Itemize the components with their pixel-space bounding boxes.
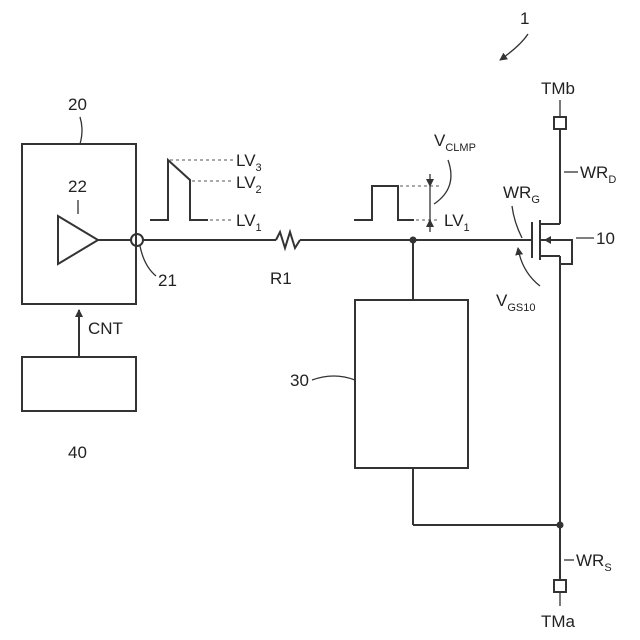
terminal-tmb-label: TMb — [541, 79, 575, 98]
lv3-label: LV3 — [236, 151, 262, 174]
clamp-block — [355, 300, 468, 468]
vgs-arrow — [518, 248, 540, 286]
node-leader — [140, 246, 156, 276]
wrd-label: WRD — [580, 163, 616, 186]
terminal-tma — [554, 580, 566, 592]
vclmp-leader — [434, 160, 451, 204]
node-ref-label: 21 — [158, 271, 177, 290]
lv1-right-label: LV1 — [444, 211, 470, 234]
drive-waveform — [150, 160, 208, 220]
driver-ref-label: 20 — [68, 95, 87, 114]
lv2-label: LV2 — [236, 173, 262, 196]
driver-leader — [80, 117, 82, 144]
lv1-label: LV1 — [236, 211, 262, 234]
resistor-r1 — [276, 232, 300, 248]
device-ref-label: 1 — [520, 9, 529, 28]
terminal-tmb — [554, 117, 566, 129]
vgs-label: VGS10 — [496, 291, 535, 314]
wrg-label: WRG — [503, 183, 540, 206]
clamp-ref-label: 30 — [290, 371, 309, 390]
body-arrow-icon — [544, 236, 551, 244]
amplifier-symbol — [58, 216, 98, 264]
body-diode-link — [550, 240, 572, 264]
clamped-waveform — [354, 186, 414, 220]
amplifier-ref-label: 22 — [68, 177, 87, 196]
device-ref-arrow — [500, 34, 528, 60]
wrg-leader — [512, 206, 522, 238]
control-block — [22, 357, 136, 411]
transistor-ref-label: 10 — [596, 229, 615, 248]
terminal-tma-label: TMa — [541, 612, 576, 631]
clamp-leader — [312, 376, 355, 380]
resistor-label: R1 — [270, 269, 292, 288]
vclmp-label: VCLMP — [434, 131, 476, 154]
control-ref-label: 40 — [68, 443, 87, 462]
wrs-label: WRS — [576, 551, 612, 574]
cnt-label: CNT — [88, 319, 123, 338]
driver-block — [22, 144, 136, 304]
